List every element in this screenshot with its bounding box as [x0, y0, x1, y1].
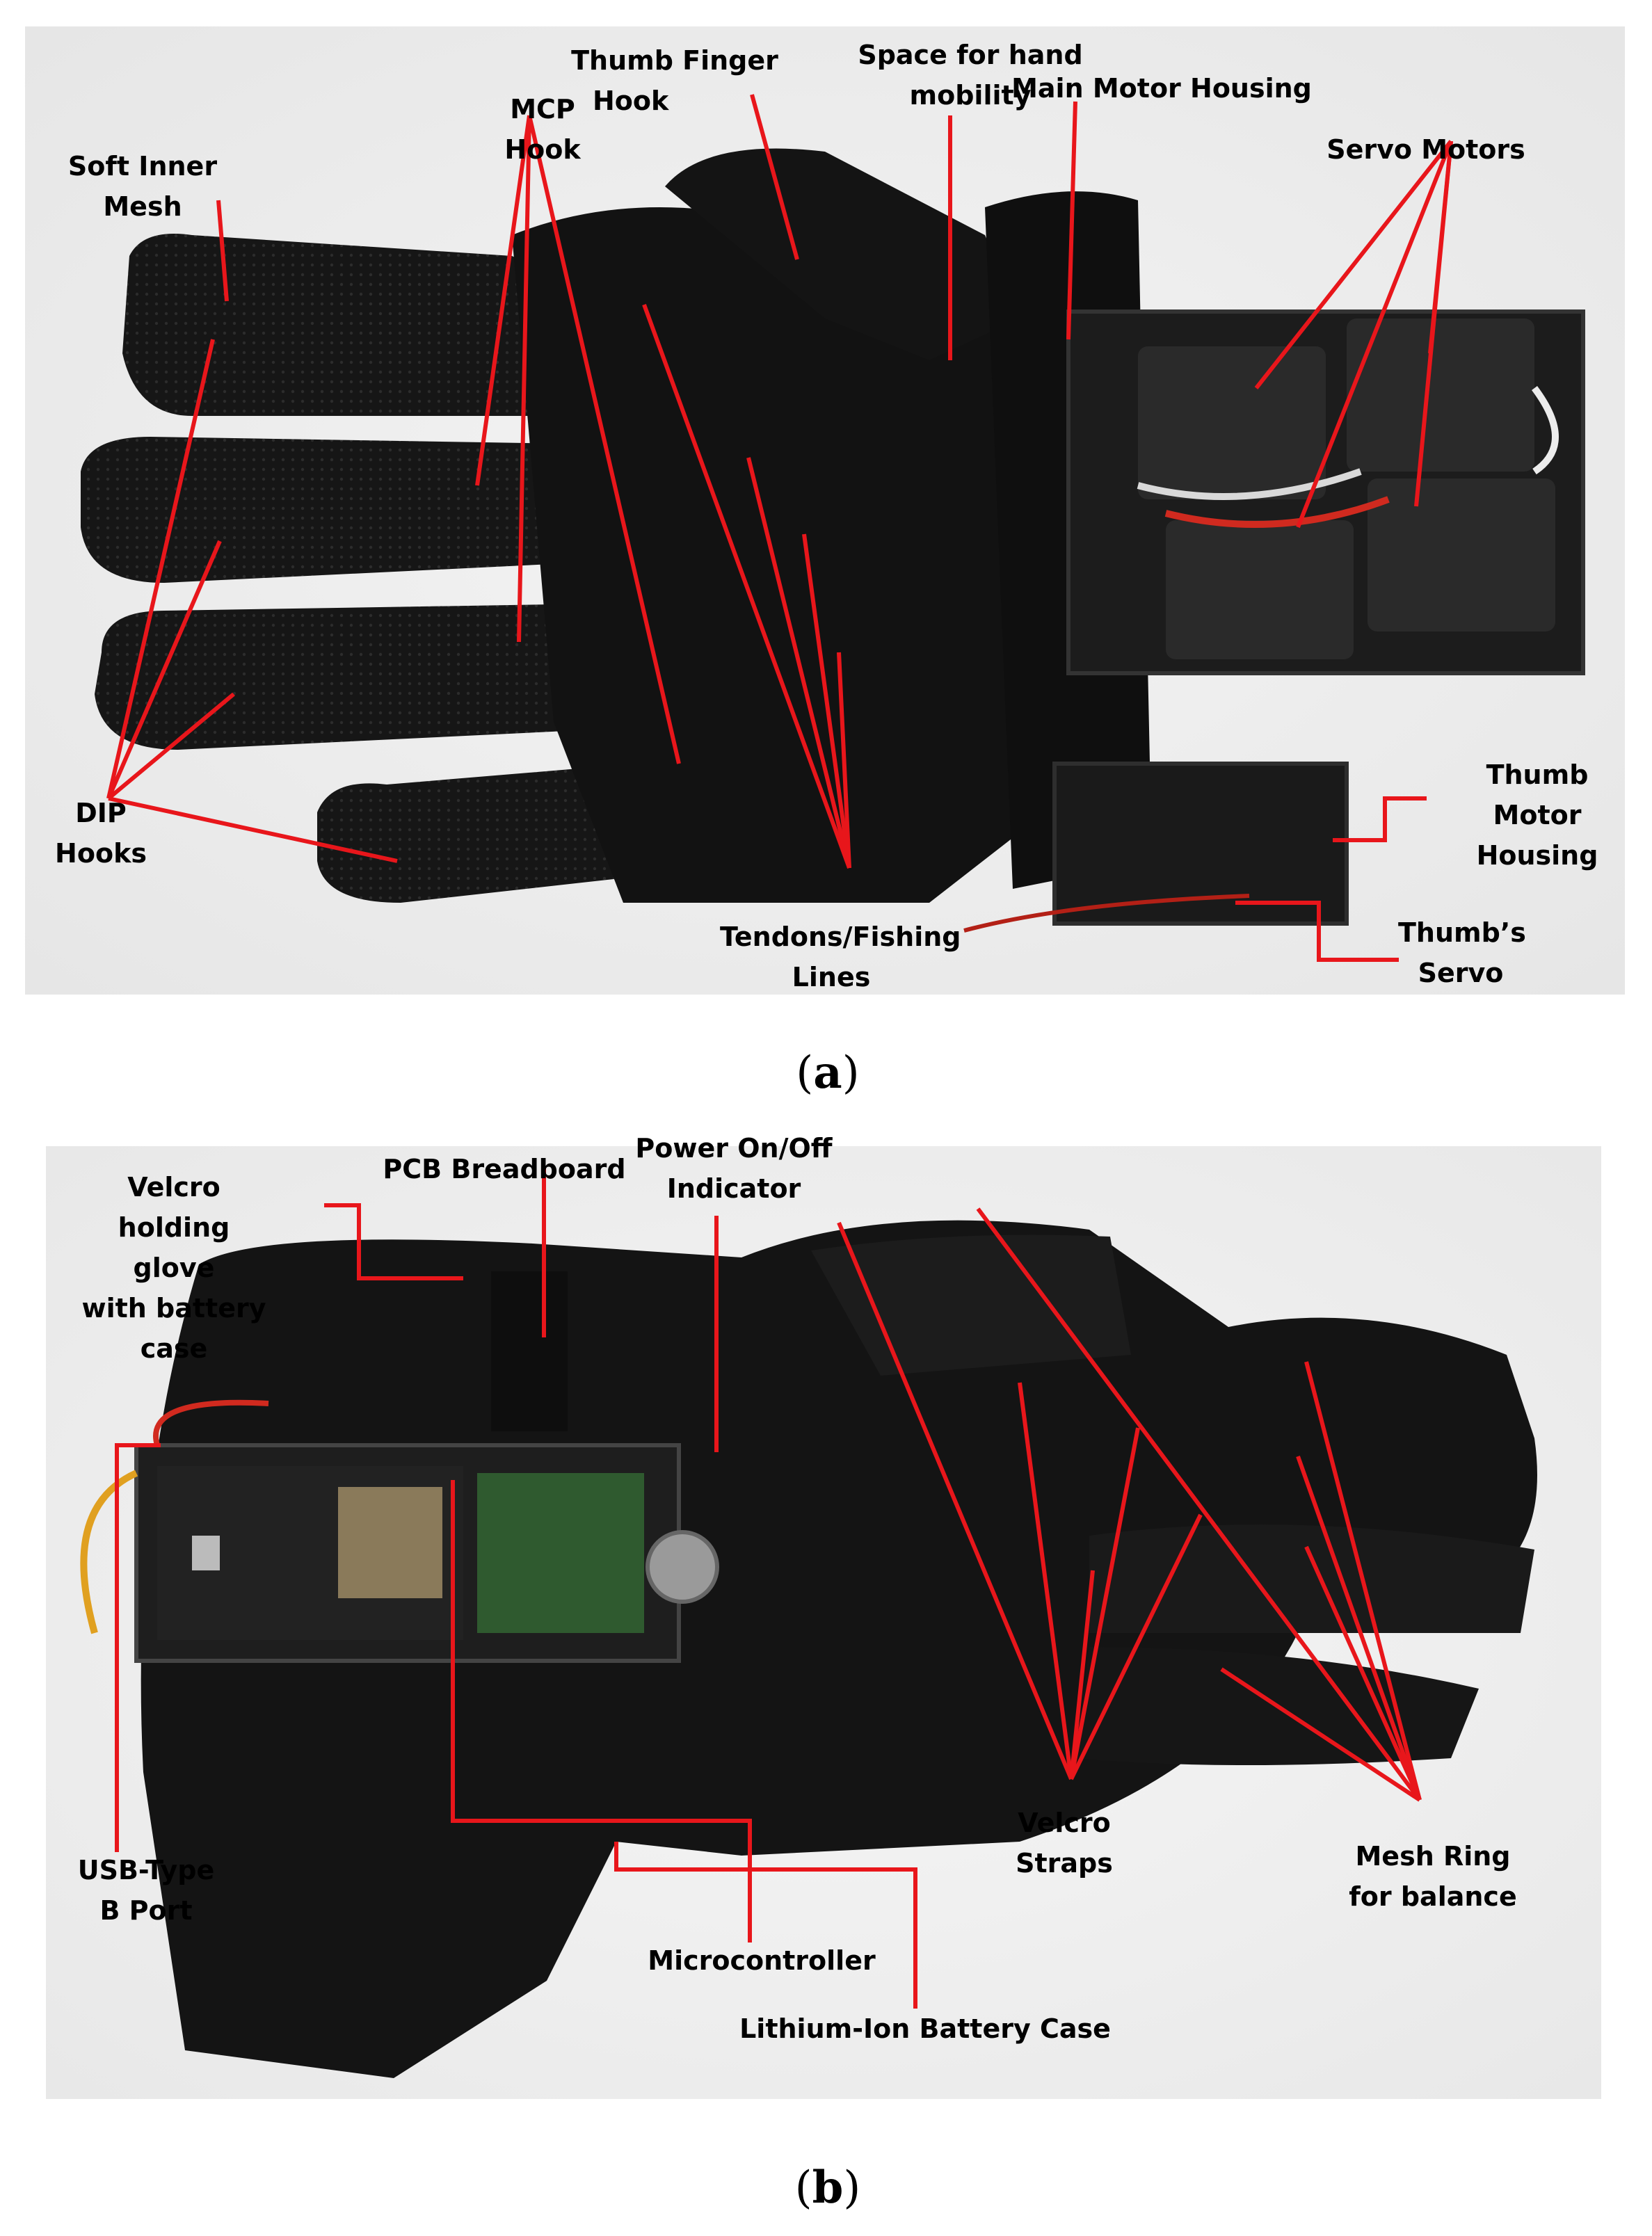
label-lithium-ion-battery-case: Lithium-Ion Battery Case	[739, 2013, 1111, 2044]
label-tendons-fishing-lines: Tendons/Fishing Lines	[720, 922, 961, 992]
label-thumb-motor-housing: Thumb Motor Housing	[1476, 759, 1598, 871]
panel-a-photo	[25, 26, 1625, 995]
main-motor-housing-a	[1066, 309, 1585, 675]
panel-b-illustration	[46, 1146, 1601, 2099]
label-mesh-ring-balance: Mesh Ring for balance	[1349, 1841, 1517, 1912]
label-velcro-holding-glove: Velcro holding glove with battery case	[81, 1172, 266, 1364]
label-thumb-finger-hook: Thumb Finger Hook	[571, 45, 778, 116]
label-soft-inner-mesh: Soft Inner Mesh	[67, 151, 218, 222]
panel-b-annotation-arrows	[115, 1167, 1422, 2009]
label-power-indicator: Power On/Off Indicator	[635, 1133, 833, 1204]
panel-a-illustration	[25, 26, 1625, 995]
thumb-motor-housing-a	[963, 762, 1349, 933]
caption-a: (a)	[796, 1047, 860, 1099]
caption-b: (b)	[794, 2162, 861, 2214]
label-pcb-breadboard: PCB Breadboard	[383, 1154, 626, 1184]
glove-b	[141, 1220, 1538, 2078]
label-microcontroller: Microcontroller	[648, 1945, 876, 1976]
label-usb-type-b-port: USB-Type B Port	[77, 1855, 215, 1926]
label-thumbs-servo: Thumb’s Servo	[1398, 917, 1526, 988]
velcro-strap-b	[491, 1271, 568, 1431]
pcb-board-b	[80, 1399, 719, 1663]
label-dip-hooks: DIP Hooks	[55, 798, 147, 869]
panel-b-photo	[46, 1146, 1601, 2099]
label-velcro-straps: Velcro Straps	[1016, 1808, 1113, 1879]
label-servo-motors: Servo Motors	[1326, 134, 1525, 165]
panel-a-annotation-arrows	[106, 94, 1453, 962]
label-space-hand-mobility: Space for hand mobility	[858, 40, 1083, 111]
label-mcp-hook: MCP Hook	[504, 94, 581, 165]
label-main-motor-housing: Main Motor Housing	[1011, 73, 1312, 104]
